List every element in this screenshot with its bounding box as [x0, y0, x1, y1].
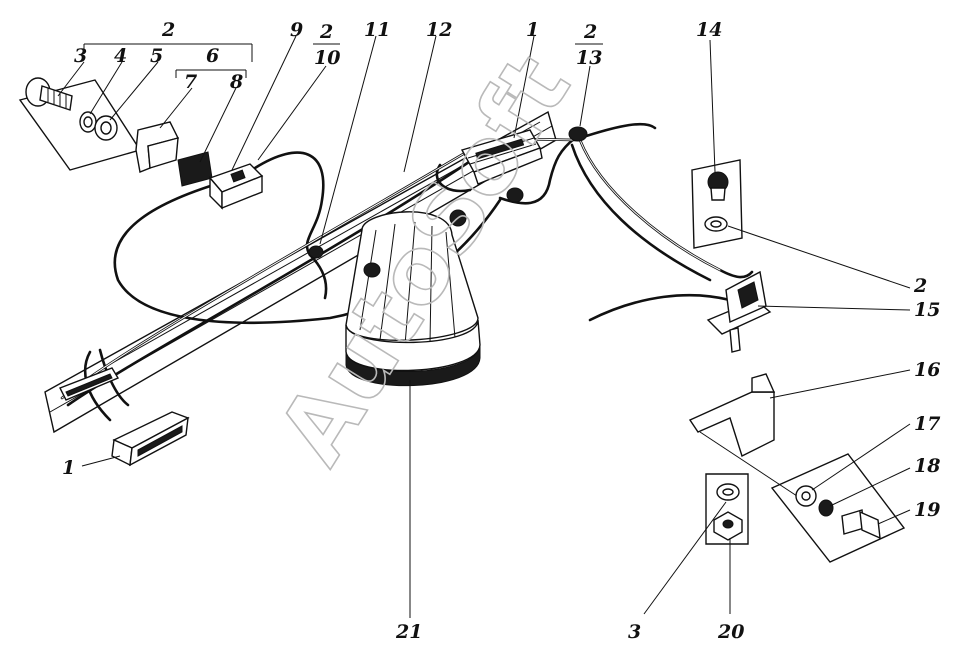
label-7: 7: [184, 71, 197, 93]
label-1-top: 1: [526, 19, 539, 41]
group-brackets: [83, 43, 603, 78]
label-17: 17: [914, 413, 940, 435]
connector-housing-bottom: [111, 411, 190, 467]
label-3-bottom: 3: [628, 621, 641, 643]
connector-block-left: [59, 367, 120, 401]
bracket-clip: [135, 121, 213, 187]
label-3-top: 3: [74, 45, 87, 67]
part-labels: 2 3 4 5 6 7 8 9 2 10 11 12 1 2 13 14 2 1…: [62, 19, 940, 643]
grommet-13: [308, 126, 588, 259]
label-19: 19: [914, 499, 940, 521]
connector-block-top: [460, 129, 543, 185]
fuse-block: [208, 163, 264, 210]
label-8: 8: [229, 71, 243, 93]
label-9: 9: [290, 19, 303, 41]
wiring-harness: [60, 122, 754, 422]
label-18: 18: [914, 455, 940, 477]
label-10: 10: [314, 47, 340, 69]
label-1-bottom: 1: [62, 457, 75, 479]
watermark: AutoSoft: [258, 37, 591, 482]
label-20: 20: [717, 621, 744, 643]
bolt-assembly-right: [770, 453, 906, 563]
label-6: 6: [206, 45, 219, 67]
label-2-right: 2: [913, 275, 927, 297]
leader-lines: [57, 35, 911, 618]
label-2-over-13: 2: [583, 21, 597, 43]
label-13: 13: [576, 47, 602, 69]
label-15: 15: [914, 299, 940, 321]
nut-washer-assembly: [705, 473, 749, 545]
label-2-over-10: 2: [319, 21, 333, 43]
label-2-left: 2: [161, 19, 175, 41]
label-16: 16: [914, 359, 940, 381]
label-14: 14: [696, 19, 722, 41]
beacon-lamp: [345, 209, 481, 387]
label-5: 5: [150, 45, 163, 67]
label-11: 11: [364, 19, 390, 41]
bracket-16: [688, 373, 801, 499]
label-12: 12: [426, 19, 452, 41]
switch-assembly: [691, 159, 772, 353]
label-4: 4: [114, 45, 127, 67]
label-21: 21: [395, 621, 422, 643]
bolt-assembly-left: [18, 77, 142, 171]
